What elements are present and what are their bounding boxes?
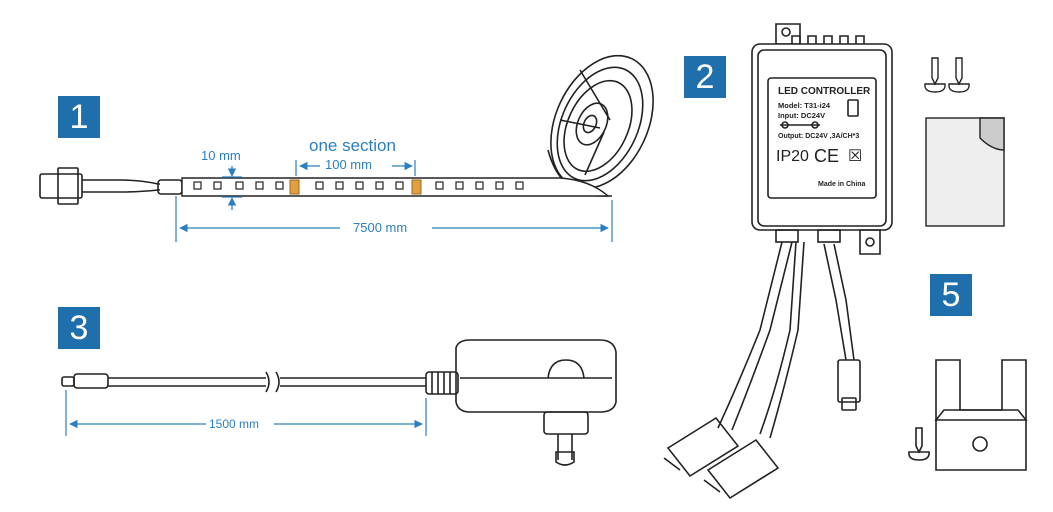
badge-3: 3 [58, 307, 100, 349]
led-chip [375, 181, 384, 190]
cut-point [289, 179, 300, 195]
led-chip [255, 181, 264, 190]
led-strip-body [181, 177, 610, 197]
led-chip [395, 181, 404, 190]
mounting-clip [908, 359, 1028, 471]
cable-length: 1500 mm [206, 417, 263, 431]
led-controller [751, 23, 893, 255]
led-chip [213, 181, 222, 190]
controller-ce: CE [814, 146, 840, 166]
width-dimension [222, 166, 242, 210]
controller-ip: IP20 [776, 148, 809, 165]
strip-length: 7500 mm [350, 220, 411, 235]
controller-model: Model: T31-i24 [778, 101, 831, 110]
controller-input: Input: DC24V [778, 111, 826, 120]
controller-output: Output: DC24V ,3A/CH*3 [778, 133, 860, 140]
led-chip [193, 181, 202, 190]
screws-and-pad [924, 57, 1005, 227]
weee-icon: ☒ [848, 148, 863, 165]
led-chip [335, 181, 344, 190]
led-chip [515, 181, 524, 190]
power-adapter [61, 339, 617, 466]
controller-made: Made in China [818, 181, 866, 188]
badge-2: 2 [684, 56, 726, 98]
controller-wires [663, 241, 861, 500]
section-length: 100 mm [322, 157, 375, 172]
strip-width: 10 mm [198, 148, 244, 163]
led-chips [193, 179, 524, 195]
led-chip [475, 181, 484, 190]
led-chip [435, 181, 444, 190]
led-chip [355, 181, 364, 190]
led-chip [275, 181, 284, 190]
led-chip [455, 181, 464, 190]
controller-title: LED CONTROLLER [778, 86, 871, 97]
cable-length-dimension [65, 390, 427, 436]
led-chip [315, 181, 324, 190]
section-label: one section [306, 136, 399, 156]
badge-1: 1 [58, 96, 100, 138]
badge-5: 5 [930, 274, 972, 316]
led-chip [235, 181, 244, 190]
cut-point [411, 179, 422, 195]
section-dimension [295, 160, 416, 176]
led-chip [495, 181, 504, 190]
led-strip-connector [39, 167, 183, 205]
length-dimension [175, 196, 613, 242]
